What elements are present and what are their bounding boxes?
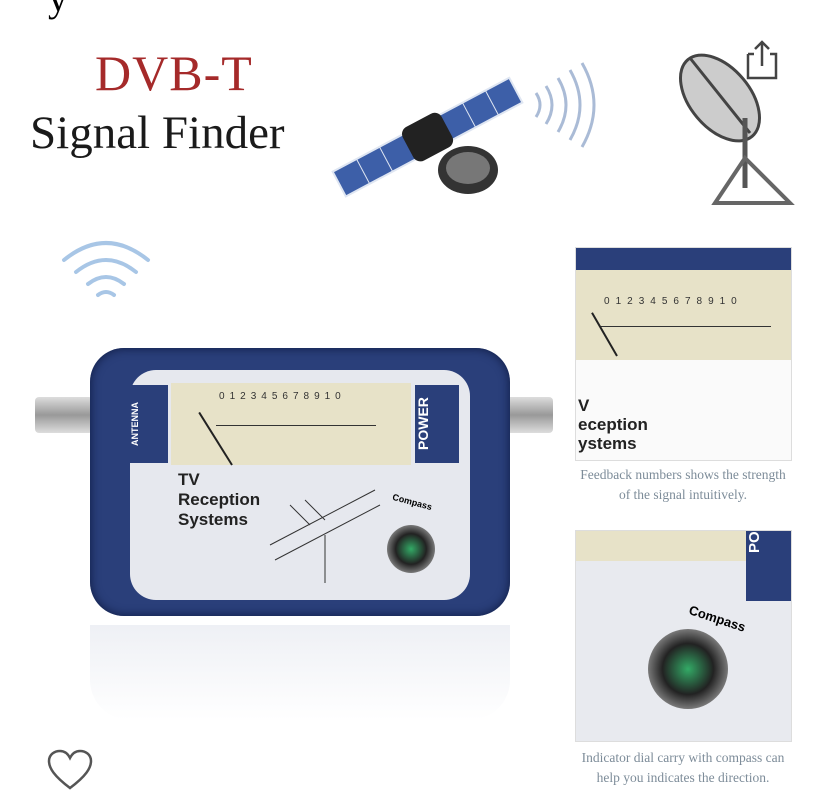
compass-icon-zoom (648, 629, 728, 709)
satellite-illustration (331, 62, 596, 198)
power-label: POWER (415, 385, 459, 463)
title-dvbt: DVB-T (95, 45, 253, 101)
signal-finder-device: ANTENNA POWER 012345678910 TV Reception … (35, 345, 555, 620)
signal-waves-icon (534, 62, 596, 148)
heart-outline-icon[interactable] (46, 748, 94, 792)
caption-compass: Indicator dial carry with compass can he… (581, 750, 785, 785)
detail-panel-compass: PO Compass (575, 530, 792, 742)
compass-icon (387, 525, 435, 573)
antenna-label: ANTENNA (130, 385, 168, 463)
partial-header-text: y (48, 0, 68, 21)
left-f-connector (35, 397, 93, 433)
device-reflection (90, 625, 510, 720)
meter-scale: 012345678910 (219, 391, 346, 402)
dish-antenna-illustration (678, 53, 795, 205)
antenna-drawing (269, 489, 381, 583)
caption-meter: Feedback numbers shows the strength of t… (580, 467, 786, 502)
share-icon[interactable] (744, 38, 780, 80)
detail-panel-meter: 012345678910 V eception ystems (575, 247, 792, 461)
title-signal-finder: Signal Finder (30, 107, 285, 159)
signal-meter: 012345678910 (171, 383, 411, 466)
meter-scale-zoom: 012345678910 (604, 296, 743, 307)
meter-needle (198, 411, 233, 466)
wifi-signal-icon (62, 241, 150, 297)
tv-reception-text: TV Reception Systems (178, 470, 261, 529)
